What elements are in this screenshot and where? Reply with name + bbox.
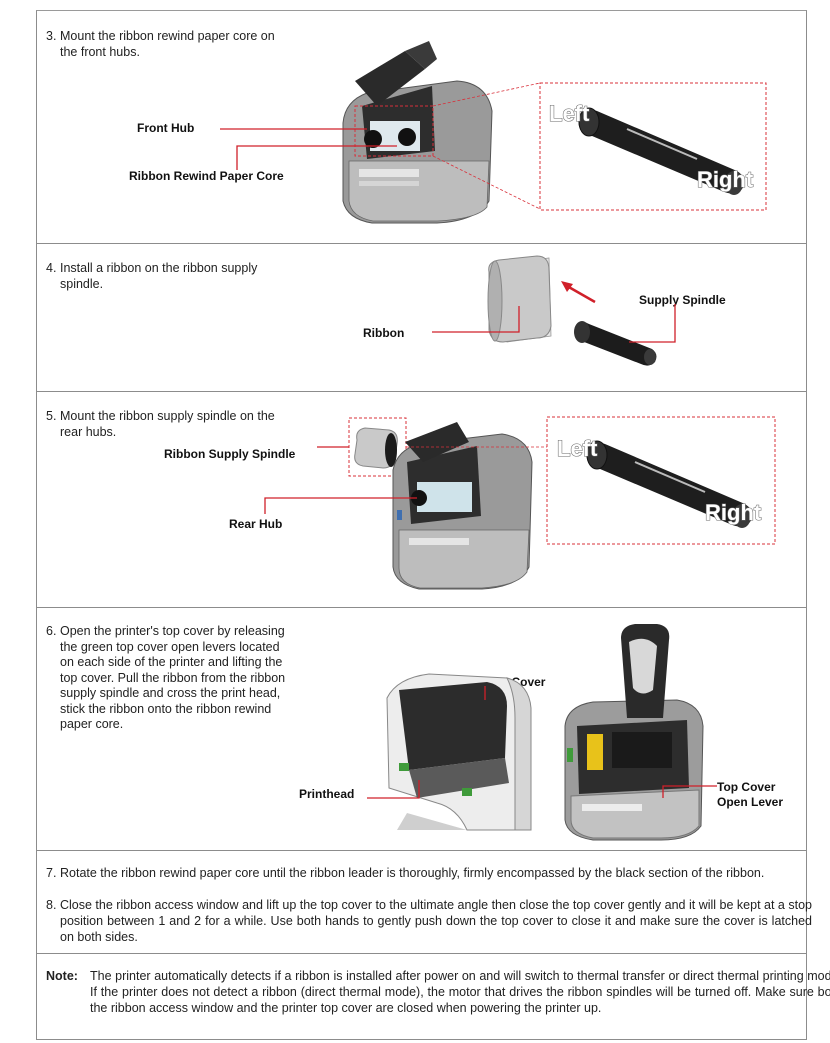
printer-open-cover-image bbox=[342, 41, 493, 224]
note-section: Note:The printer automatically detects i… bbox=[37, 954, 830, 1039]
note-label: Note: bbox=[46, 969, 78, 983]
printhead-closeup-image bbox=[386, 673, 532, 831]
supply-spindle-small-image bbox=[354, 427, 398, 469]
printhead-label: Printhead bbox=[299, 787, 355, 801]
step-3-text: 3.Mount the ribbon rewind paper core on … bbox=[46, 29, 275, 59]
rewind-core-spindle-image bbox=[578, 107, 745, 195]
step-8-text: 8.Close the ribbon access window and lif… bbox=[46, 898, 812, 944]
step-4-section: 4.Install a ribbon on the ribbon supply … bbox=[37, 244, 806, 392]
step-6-text: 6.Open the printer's top cover by releas… bbox=[46, 624, 286, 731]
step-5-illustration: Left Right bbox=[264, 416, 776, 590]
top-cover-lever-label: Top Cover Open Lever bbox=[717, 780, 784, 809]
steps-7-8-section: 7.Rotate the ribbon rewind paper core un… bbox=[37, 851, 812, 954]
printer-rear-hub-image bbox=[392, 422, 533, 590]
step-4-illustration bbox=[432, 255, 676, 366]
core-callout-line bbox=[236, 145, 397, 170]
step-3-section: 3.Mount the ribbon rewind paper core on … bbox=[37, 11, 806, 244]
zoom-left-label: Left bbox=[557, 436, 598, 461]
zoom-right-label: Right bbox=[705, 500, 762, 525]
front-hub-label: Front Hub bbox=[137, 121, 195, 135]
zoom-box-rear-hub bbox=[546, 416, 776, 545]
rear-spindle-zoom-image bbox=[586, 440, 753, 528]
instruction-sheet: 3.Mount the ribbon rewind paper core on … bbox=[36, 10, 830, 1040]
zoom-right-label: Right bbox=[697, 167, 754, 192]
ribbon-label: Ribbon bbox=[363, 326, 405, 340]
ribbon-roll-image bbox=[487, 255, 552, 343]
step-6-illustration bbox=[367, 624, 717, 841]
note-text: Note:The printer automatically detects i… bbox=[46, 969, 830, 1015]
supply-spindle-image bbox=[574, 321, 657, 366]
zoom-left-label: Left bbox=[549, 101, 590, 126]
step-3-illustration: Left Right bbox=[220, 41, 767, 224]
rear-hub-label: Rear Hub bbox=[229, 517, 283, 531]
ribbon-supply-spindle-label: Ribbon Supply Spindle bbox=[164, 447, 296, 461]
step-6-section: 6.Open the printer's top cover by releas… bbox=[37, 608, 806, 851]
printer-cover-open-image bbox=[564, 624, 704, 841]
step-5-text: 5.Mount the ribbon supply spindle on the… bbox=[46, 409, 275, 439]
step-7-text: 7.Rotate the ribbon rewind paper core un… bbox=[46, 866, 765, 880]
zoom-box-front-hub bbox=[539, 82, 767, 211]
step-4-text: 4.Install a ribbon on the ribbon supply … bbox=[46, 261, 258, 291]
rewind-core-label: Ribbon Rewind Paper Core bbox=[129, 169, 284, 183]
step-5-section: 5.Mount the ribbon supply spindle on the… bbox=[37, 392, 806, 608]
supply-spindle-label: Supply Spindle bbox=[639, 293, 726, 307]
